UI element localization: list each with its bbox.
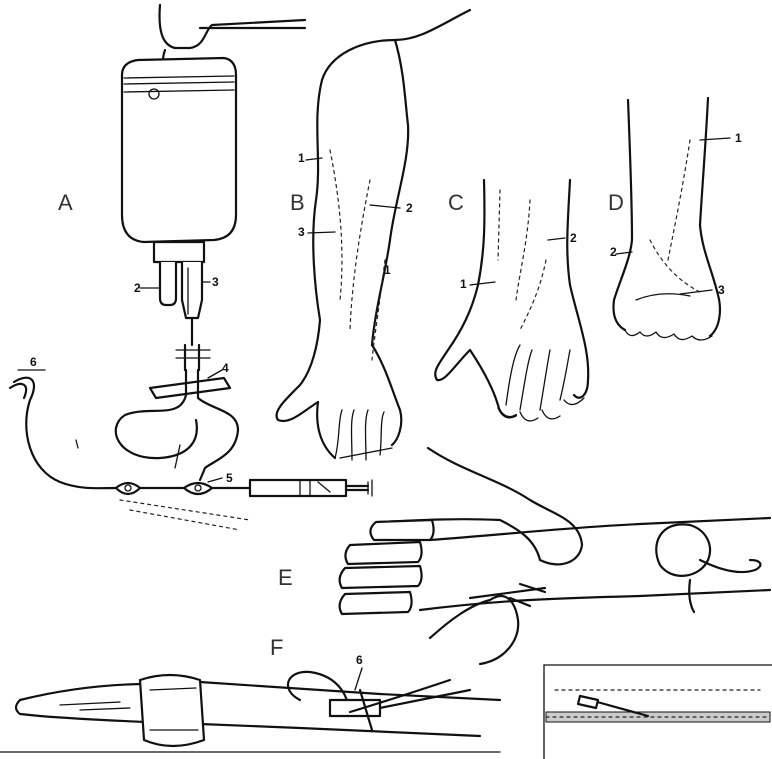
- panel-f-secured-catheter: 6 F: [0, 635, 500, 752]
- callout-b-1: 1: [298, 151, 305, 165]
- drip-chamber: [182, 262, 202, 318]
- panel-letter-a: A: [58, 190, 73, 215]
- callout-d-1: 1: [735, 131, 742, 145]
- callout-a-6: 6: [30, 355, 37, 369]
- callout-f-6: 6: [356, 653, 363, 667]
- callout-c-2: 2: [570, 231, 577, 245]
- callout-b-3: 3: [298, 225, 305, 239]
- callout-a-3: 3: [212, 275, 219, 289]
- bandage-wrap: [140, 675, 204, 746]
- callout-b-2: 2: [406, 201, 413, 215]
- callout-a-4: 4: [222, 361, 229, 375]
- panel-letter-c: C: [448, 190, 464, 215]
- panel-b-arm-veins: 1 2 3 1 B: [277, 10, 470, 460]
- syringe: [250, 480, 346, 496]
- callout-d-3: 3: [718, 283, 725, 297]
- panel-letter-e: E: [278, 565, 293, 590]
- panel-letter-f: F: [270, 635, 283, 660]
- air-vent-spike: [160, 262, 176, 305]
- panel-a-iv-setup: 2 3 4 5 6 A: [10, 5, 372, 530]
- panel-letter-b: B: [290, 190, 305, 215]
- callout-a-5: 5: [226, 471, 233, 485]
- callout-c-1: 1: [460, 277, 467, 291]
- callout-b-1b: 1: [384, 263, 391, 277]
- panel-d-foot-veins: 1 2 3 D: [608, 98, 742, 340]
- inset-needle-angle: [544, 665, 772, 759]
- callout-d-2: 2: [610, 245, 617, 259]
- panel-e-venipuncture: E: [278, 448, 770, 664]
- panel-c-hand-veins: 1 2 C: [435, 180, 588, 421]
- roller-clamp: [150, 378, 230, 398]
- panel-letter-d: D: [608, 190, 624, 215]
- callout-a-2: 2: [134, 281, 141, 295]
- infusion-bag: [122, 58, 236, 242]
- tape-strip: [330, 700, 380, 716]
